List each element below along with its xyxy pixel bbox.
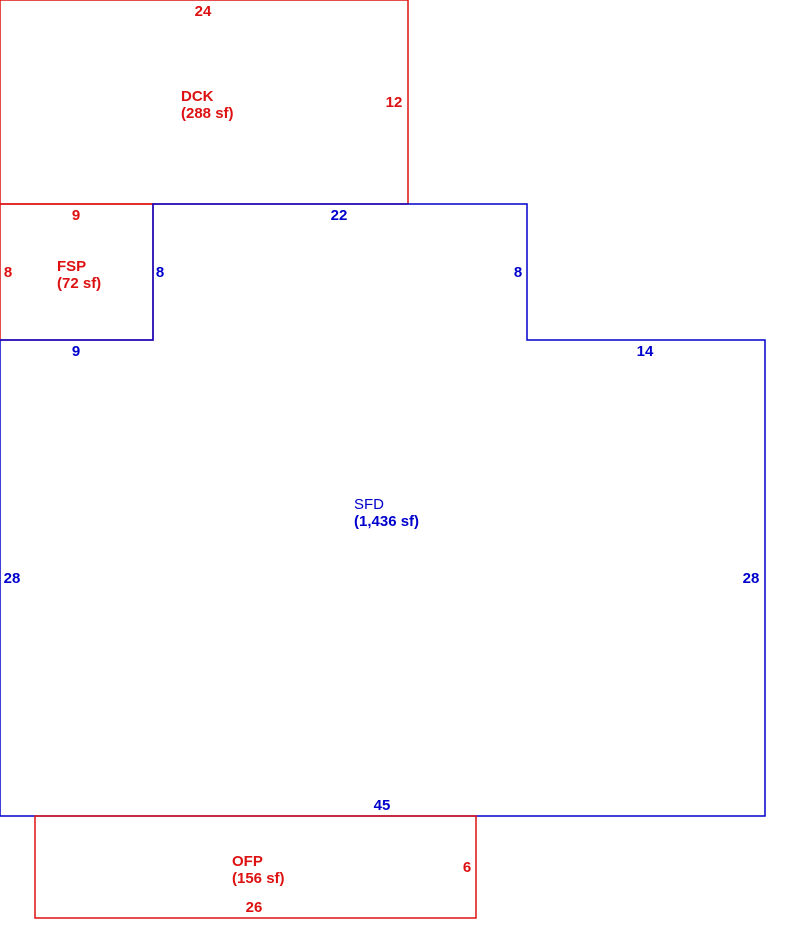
dim-fsp-right: 8 bbox=[156, 264, 164, 281]
dim-sfd-top: 22 bbox=[331, 207, 348, 224]
fsp-area: (72 sf) bbox=[57, 275, 101, 292]
dck-area: (288 sf) bbox=[181, 105, 234, 122]
dim-dck-right: 12 bbox=[386, 94, 403, 111]
dck-code: DCK bbox=[181, 88, 214, 105]
ofp-area: (156 sf) bbox=[232, 870, 285, 887]
dim-sfd-right: 28 bbox=[743, 570, 760, 587]
sfd-outline bbox=[0, 203, 766, 817]
dim-ofp-bottom: 26 bbox=[246, 899, 263, 916]
dim-fsp-top: 9 bbox=[72, 207, 80, 224]
sfd-code: SFD bbox=[354, 496, 384, 513]
dim-sfd-notch-right: 8 bbox=[514, 264, 522, 281]
dim-fsp-left: 8 bbox=[4, 264, 12, 281]
ofp-code: OFP bbox=[232, 853, 263, 870]
dim-sfd-left: 28 bbox=[4, 570, 21, 587]
fsp-code: FSP bbox=[57, 258, 86, 275]
dim-sfd-bottom: 45 bbox=[374, 797, 391, 814]
dim-ofp-right: 6 bbox=[463, 859, 471, 876]
dim-dck-top: 24 bbox=[195, 3, 212, 20]
dim-sfd-under-fsp: 9 bbox=[72, 343, 80, 360]
ofp-outline bbox=[34, 815, 477, 919]
dim-sfd-right-top: 14 bbox=[637, 343, 654, 360]
sfd-area: (1,436 sf) bbox=[354, 513, 419, 530]
